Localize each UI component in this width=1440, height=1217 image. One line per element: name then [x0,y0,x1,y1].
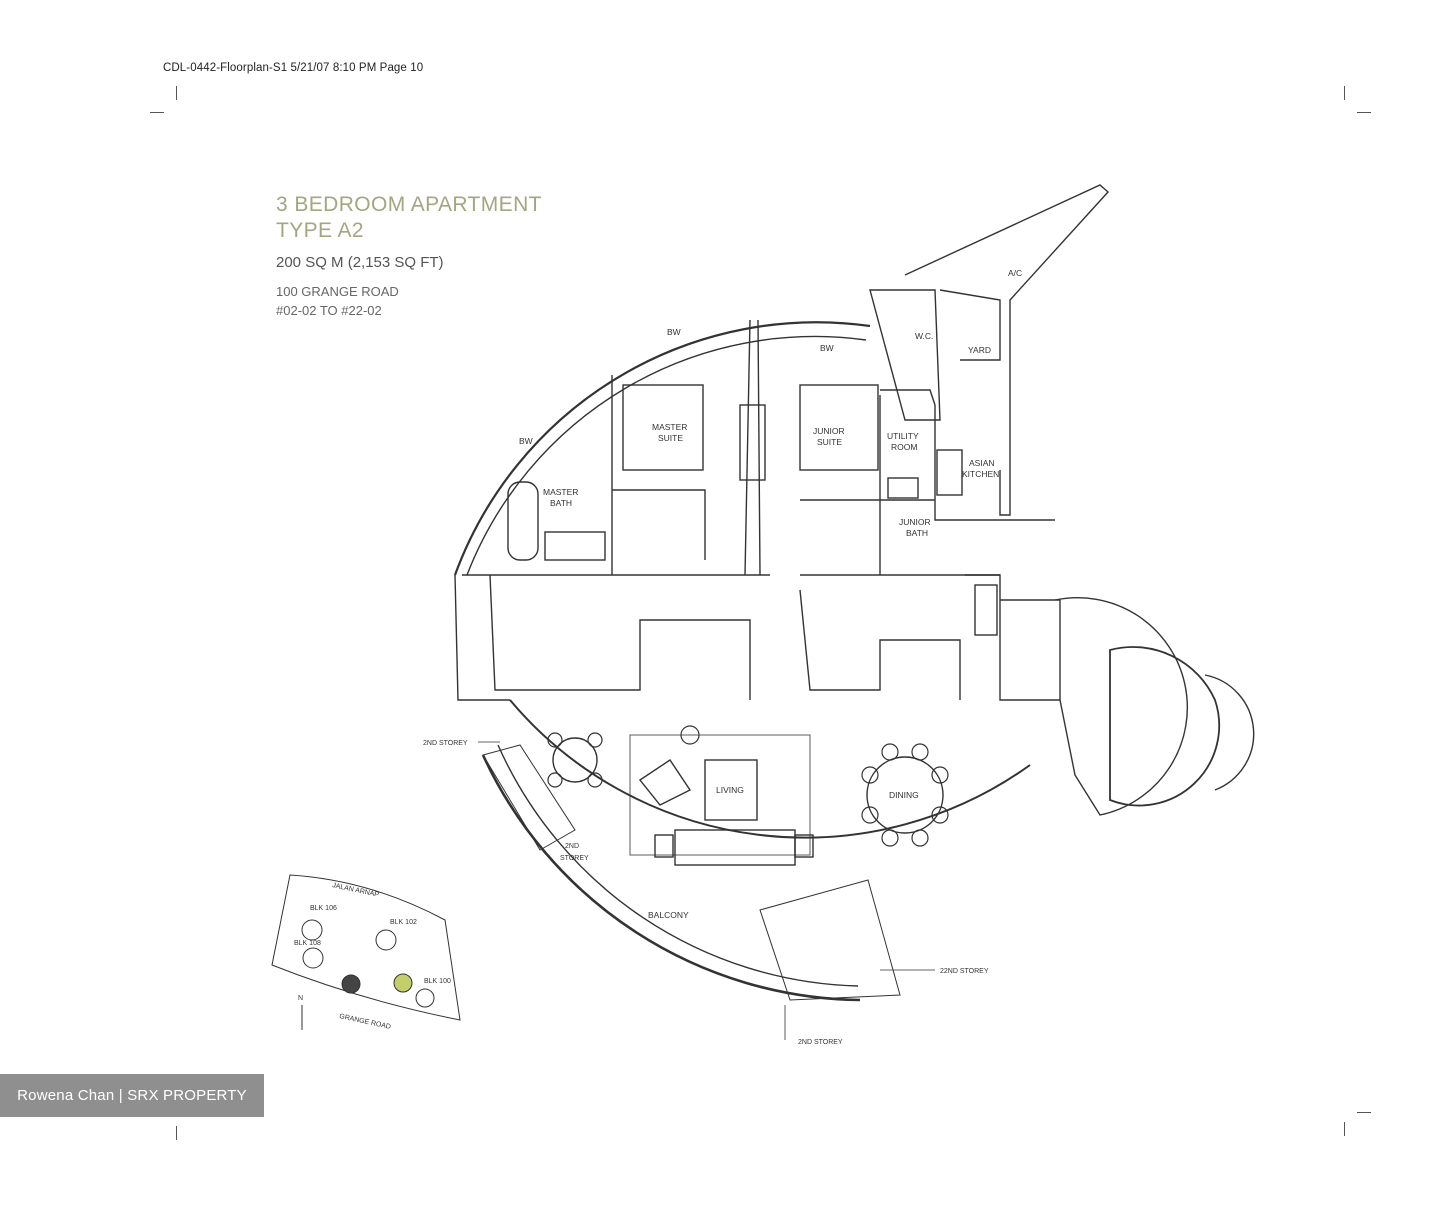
sink [887,477,919,499]
outer-wall [453,321,871,576]
site-plan: JALAN ARNAP BLK 106 BLK 102 BLK 108 BLK … [271,874,461,1031]
coffee-table [704,759,758,821]
master-suite-label: MASTER [652,422,687,432]
print-info: CDL-0442-Floorplan-S1 5/21/07 8:10 PM Pa… [163,62,424,74]
road-label: GRANGE ROAD [339,1013,392,1031]
living-label: LIVING [716,785,744,795]
block-label: BLK 106 [310,905,337,912]
junior-suite-label: JUNIOR [813,426,845,436]
bay-window-label: BW [519,436,533,446]
unit-numbers: #02-02 TO #22-02 [276,303,382,318]
stove [936,449,963,496]
wall [757,319,1055,576]
inner-wall [466,335,867,576]
balcony-edge [481,754,861,1002]
wardrobe [739,404,766,481]
wall [799,589,961,700]
crop-mark [176,1126,177,1140]
crop-mark [176,86,177,100]
rug [629,734,811,856]
bathtub [507,481,539,561]
crop-mark [1357,112,1371,113]
pod [1054,597,1188,816]
wall [965,574,1061,701]
utility-room-label: UTILITY [887,431,919,441]
pod-wall [1204,674,1255,791]
side-table [654,834,674,858]
junior-bath-label: BATH [906,528,928,538]
stair [482,744,576,851]
stair [759,879,901,1001]
bay-window-label: BW [820,343,834,353]
outer-wall-lower [509,699,1031,839]
block-label: BLK 108 [294,940,321,947]
round-table [552,737,598,783]
ac-label: A/C [1008,268,1022,278]
dining-label: DINING [889,790,919,800]
balcony-edge [497,744,859,987]
crop-mark [150,112,164,113]
unit-type: TYPE A2 [276,219,365,242]
dining-table [866,756,944,834]
yard [939,289,1001,361]
wall [489,574,751,700]
side-table [794,834,814,858]
crop-mark [1357,1112,1371,1113]
junior-bath-label: JUNIOR [899,517,931,527]
wc [869,289,941,421]
block-label: BLK 100 [424,978,451,985]
bay-window-label: BW [667,327,681,337]
master-bath-label: MASTER [543,487,578,497]
unit-area: 200 SQ M (2,153 SQ FT) [276,254,444,271]
armchair [638,759,692,806]
north-arrow: N [298,995,303,1002]
watermark-banner: Rowena Chan | SRX PROPERTY [0,1074,264,1117]
sofa [674,829,796,866]
pod-room [1109,646,1221,807]
yard-wall [904,184,1109,516]
road-label: JALAN ARNAP [332,882,380,899]
storey-label: 2ND STOREY [423,740,468,747]
counter [974,584,998,636]
master-suite-label: SUITE [658,433,683,443]
unit-address: 100 GRANGE ROAD [276,284,399,299]
junior-suite-label: SUITE [817,437,842,447]
vanity [544,531,606,561]
balcony-label: BALCONY [648,910,689,920]
wc-label: W.C. [915,331,933,341]
master-bed [622,384,704,471]
utility-room-label: ROOM [891,442,917,452]
asian-kitchen-label: KITCHEN [962,469,999,479]
junior-bed [799,384,879,471]
unit-title: 3 BEDROOM APARTMENT [276,193,542,216]
wall [462,319,770,576]
storey-label: 2ND [565,843,579,850]
block-label: BLK 102 [390,919,417,926]
wall [454,574,510,701]
asian-kitchen-label: ASIAN [969,458,995,468]
crop-mark [1344,86,1345,100]
crop-mark [1344,1122,1345,1136]
master-bath-label: BATH [550,498,572,508]
storey-label: 2ND STOREY [798,1039,843,1046]
storey-label: STOREY [560,855,589,862]
yard-label: YARD [968,345,991,355]
storey-label: 22ND STOREY [940,968,989,975]
unit-info: 3 BEDROOM APARTMENT TYPE A2 200 SQ M (2,… [276,192,542,320]
